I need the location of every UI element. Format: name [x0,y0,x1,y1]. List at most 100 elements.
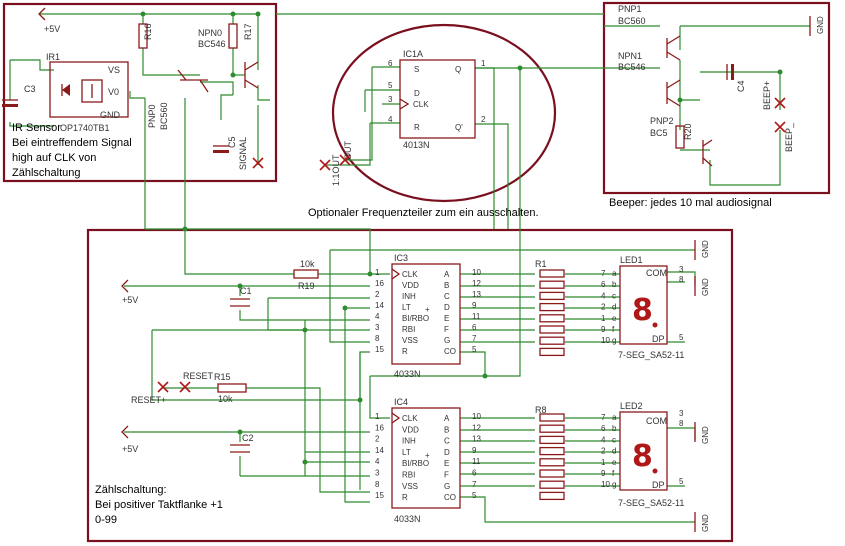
ic-pin-number: 10 [472,412,481,421]
svg-text:Q': Q' [455,123,463,132]
svg-text:OP1740TB1: OP1740TB1 [60,123,110,133]
ic-pin-number: 6 [472,469,477,478]
ic-pin-number: 4 [375,312,380,321]
segment-pin-number: 6 [601,280,606,289]
svg-text:Zählschaltung:: Zählschaltung: [95,484,167,496]
svg-text:GND: GND [100,110,121,120]
ic1a-flipflop [399,59,476,139]
ic3-counter [391,263,461,365]
svg-text:Q: Q [455,65,461,74]
com-pin-number: 3 [679,409,684,418]
ic-pin-label: G [444,482,450,491]
ic-pin-label: VDD [402,281,419,290]
ic-pin-number: 2 [375,435,380,444]
svg-text:GND: GND [816,16,825,34]
svg-text:BEEP_: BEEP_ [784,122,794,152]
svg-text:3: 3 [388,95,393,104]
ic-pin-label: CLK [402,414,418,423]
ic-pin-number: 13 [472,435,481,444]
ic-pin-number: 8 [375,334,380,343]
svg-text:C3: C3 [24,84,36,94]
resistor-arrays [539,269,565,501]
ic-pin-label: F [444,471,449,480]
segment-letter: f [612,469,615,478]
svg-text:R20: R20 [683,123,693,140]
svg-text:7-SEG_SA52-11: 7-SEG_SA52-11 [618,498,684,508]
svg-text:PNP2: PNP2 [650,116,674,126]
svg-text:Optionaler Frequenzteiler zum: Optionaler Frequenzteiler zum ein aussch… [308,207,539,219]
svg-text:D: D [414,89,420,98]
ic-pin-label: BI/RBO [402,459,429,468]
svg-text:BC546: BC546 [198,39,226,49]
ic-pin-label: F [444,325,449,334]
array-resistor [539,325,565,334]
svg-text:4033N: 4033N [394,369,421,379]
segment-pin-number: 7 [601,413,606,422]
svg-text:4013N: 4013N [403,140,430,150]
ic-pin-number: 12 [472,423,481,432]
r16-resistor [138,23,148,49]
segment-letter: d [612,447,616,456]
svg-text:Bei eintreffendem Signal: Bei eintreffendem Signal [12,137,132,149]
ic-pin-label: VSS [402,336,418,345]
ic-pin-number: 10 [472,268,481,277]
array-resistor [539,291,565,301]
segment-pin-number: 9 [601,469,606,478]
svg-text:6: 6 [388,59,393,68]
segment-pin-number: 9 [601,325,606,334]
svg-text:NPN1: NPN1 [618,51,642,61]
ic-pin-number: 8 [375,480,380,489]
beeper-section: PNP1 BC560 NPN1 BC546 PNP2 BC5 R20 C4 BE… [609,4,825,209]
svg-text:10k: 10k [300,259,315,269]
segment-pin-number: 2 [601,447,606,456]
svg-text:+5V: +5V [122,444,138,454]
svg-text:R17: R17 [243,23,253,40]
ic-pin-label: A [444,270,450,279]
svg-text:PNP0: PNP0 [147,104,157,128]
segment-letter: e [612,458,617,467]
segment-pin-number: 4 [601,435,606,444]
svg-text:8: 8 [632,293,653,328]
svg-text:Zählschaltung: Zählschaltung [12,167,81,179]
svg-text:RESET+: RESET+ [131,395,166,405]
svg-text:2: 2 [481,115,486,124]
svg-text:CLK: CLK [413,100,429,109]
ic-pin-label: CO [444,493,456,502]
svg-text:V0: V0 [108,87,119,97]
array-resistor [539,269,565,278]
svg-text:GND: GND [701,278,710,296]
ic-pin-number: 9 [472,446,477,455]
ic4-counter [391,407,461,509]
svg-text:5: 5 [388,81,393,90]
ic-pin-number: 16 [375,423,384,432]
r15-resistor [217,383,247,393]
array-resistor [539,280,565,289]
array-resistor [539,469,565,478]
array-resistor [539,491,565,501]
segment-letter: f [612,325,615,334]
ic-pin-number: 9 [472,301,477,310]
ic-pin-label: G [444,336,450,345]
segment-letter: g [612,336,616,345]
svg-text:Bei positiver Taktflanke +1: Bei positiver Taktflanke +1 [95,499,223,511]
ic-pin-label: A [444,414,450,423]
segment-pin-number: 6 [601,424,606,433]
svg-text:IR1: IR1 [46,52,60,62]
svg-text:COM: COM [646,416,667,426]
ic-pin-label: C [444,437,450,446]
svg-text:R19: R19 [298,281,315,291]
ic-pin-number: 1 [375,268,380,277]
svg-text:BC5: BC5 [650,128,668,138]
svg-text:R16: R16 [143,23,153,40]
beeper-frame [602,1,831,195]
svg-text:R8: R8 [535,405,547,415]
com-pin-number: 8 [679,419,684,428]
svg-text:LED2: LED2 [620,401,643,411]
ic-pin-label: VDD [402,425,419,434]
svg-text:Beeper: jedes 10 mal audiosign: Beeper: jedes 10 mal audiosignal [609,197,772,209]
svg-text:R: R [414,123,420,132]
array-resistor [539,458,565,467]
ic-pin-label: B [444,281,449,290]
